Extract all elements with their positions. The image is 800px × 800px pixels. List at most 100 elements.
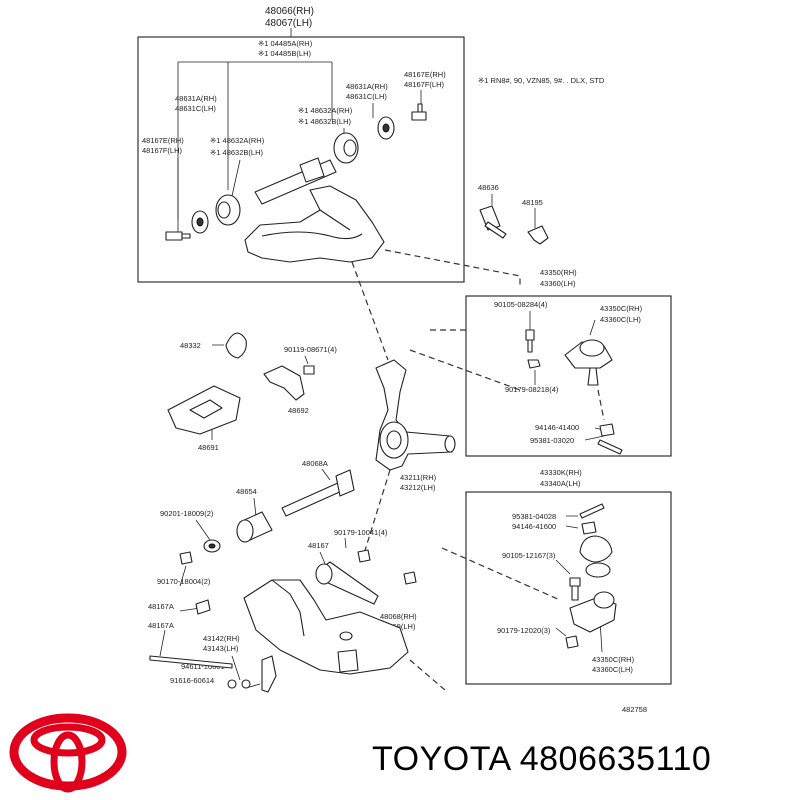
label-94146-41400: 94146-41400	[535, 423, 579, 432]
label-90170: 90170-18004(2)	[157, 577, 211, 586]
label-91616: 91616-60614	[170, 676, 214, 685]
upper-washer-left	[191, 210, 209, 234]
label-48632b-right: ※1 48632B(LH)	[298, 117, 351, 126]
steering-knuckle	[375, 359, 456, 471]
label-94146-41600: 94146-41600	[512, 522, 556, 531]
nut-90179-12020	[565, 635, 579, 649]
upper-washer-right	[377, 116, 395, 140]
bump-stopper-48332	[225, 332, 247, 359]
castle-nut-lower	[581, 521, 597, 535]
upper-bushing-left	[215, 194, 241, 226]
stopper-plate-48195	[527, 225, 549, 245]
washer-91616	[227, 679, 251, 689]
connector-arm-to-knuckle	[351, 261, 389, 361]
lower-ball-joint	[569, 591, 617, 633]
label-43340a: 43340A(LH)	[540, 479, 581, 488]
connector-knuckle-to-balljoint	[409, 349, 521, 391]
label-48632a-left: ※1 48632A(RH)	[210, 136, 265, 145]
nut-90170	[179, 551, 193, 565]
toyota-logo-horizontal-ellipse	[30, 723, 106, 757]
label-48631a-left: 48631A(RH)	[175, 94, 217, 103]
connector-upper-to-bracket	[384, 249, 521, 285]
bolt-90105-12167	[569, 577, 581, 601]
label-94611: 94611-10601	[181, 662, 225, 671]
label-48636: 48636	[478, 183, 499, 192]
label-48167f-left: 48167F(LH)	[142, 146, 183, 155]
label-95381-03020: 95381-03020	[530, 436, 574, 445]
nut-90119	[303, 365, 315, 375]
upper-balljoint-group-box	[465, 295, 672, 457]
leader-04485	[177, 61, 333, 220]
label-43360: 43360(LH)	[540, 279, 576, 288]
bolt-48068a	[281, 469, 355, 517]
leader-upper-bj	[529, 311, 605, 441]
strut-bar-48167	[315, 561, 379, 605]
label-90201: 90201-18009(2)	[160, 509, 214, 518]
label-43350c-b: 43350C(RH)	[592, 655, 635, 664]
upper-arm-group-box	[137, 36, 465, 283]
label-48067: 48067(LH)	[265, 18, 312, 29]
nut-90179-10041	[357, 549, 417, 585]
leader-lower-bj	[555, 515, 603, 653]
upper-bushing-right	[333, 132, 359, 164]
label-90179-10041: 90179-10041(4)	[334, 528, 388, 537]
upper-control-arm	[244, 185, 385, 263]
label-48167a-1: 48167A	[148, 602, 174, 611]
legend-note: ※1 RN8#, 90, VZN85, 9#. . DLX, STD	[478, 76, 605, 85]
bushing-48654	[236, 511, 273, 543]
label-48631a-right: 48631A(RH)	[346, 82, 388, 91]
upper-arm-shaft	[254, 157, 337, 205]
cotter-pin-lower	[579, 503, 605, 519]
label-48632a-right: ※1 48632A(RH)	[298, 106, 353, 115]
label-90179-12020: 90179-12020(3)	[497, 626, 551, 635]
dust-boot-lower	[579, 535, 613, 563]
label-48631c-right: 48631C(LH)	[346, 92, 387, 101]
label-43360c-b: 43360C(LH)	[592, 665, 633, 674]
connector-knuckle-lower	[361, 469, 391, 561]
upper-bolt-left	[165, 231, 191, 241]
pin-94611	[261, 655, 277, 693]
label-48692: 48692	[288, 406, 309, 415]
castle-nut-upper	[599, 423, 615, 437]
label-43350c: 43350C(RH)	[600, 304, 643, 313]
label-48068a: 48068A	[302, 459, 328, 468]
connector-lower-arm-balljoint-2	[409, 659, 446, 691]
label-90179-08218: 90179-08218(4)	[505, 385, 559, 394]
bracket-48692	[263, 365, 305, 401]
label-48167f-right: 48167F(LH)	[404, 80, 445, 89]
label-90105-12167: 90105-12167(3)	[502, 551, 556, 560]
label-48654: 48654	[236, 487, 257, 496]
label-43142: 43142(RH)	[203, 634, 240, 643]
upper-bj-nut	[527, 359, 541, 369]
label-48167a-2: 48167A	[148, 621, 174, 630]
label-48691: 48691	[198, 443, 219, 452]
label-43350: 43350(RH)	[540, 268, 577, 277]
lower-control-arm	[243, 579, 409, 675]
label-48631c-left: 48631C(LH)	[175, 104, 216, 113]
label-48167e-right: 48167E(RH)	[404, 70, 446, 79]
leader-48332	[211, 344, 309, 440]
bolt-48167a	[195, 599, 211, 615]
label-48068: 48068(RH)	[380, 612, 417, 621]
plate-48691	[167, 385, 241, 435]
reference-number: 482758	[622, 705, 647, 714]
label-90119-08671: 90119-08671(4)	[284, 345, 337, 354]
ring-lower	[585, 562, 611, 578]
upper-bj-dash	[597, 389, 605, 421]
connector-lower-arm-balljoint	[441, 547, 561, 601]
label-90105-08284: 90105-08284(4)	[494, 300, 548, 309]
brand-caption: TOYOTA 4806635110	[372, 740, 712, 778]
label-48167: 48167	[308, 541, 329, 550]
label-43212: 43212(LH)	[400, 483, 436, 492]
bolt-48167a-long	[149, 655, 233, 669]
label-48632b-left: ※1 48632B(LH)	[210, 148, 263, 157]
label-43143: 43143(LH)	[203, 644, 239, 653]
toyota-logo	[9, 713, 127, 793]
label-48332: 48332	[180, 341, 201, 350]
label-04485a: ※1 04485A(RH)	[258, 39, 313, 48]
upper-bj-bolt	[525, 329, 535, 353]
label-48167e-left: 48167E(RH)	[142, 136, 184, 145]
leader-48636	[491, 194, 536, 228]
cotter-pin-upper	[597, 439, 623, 455]
